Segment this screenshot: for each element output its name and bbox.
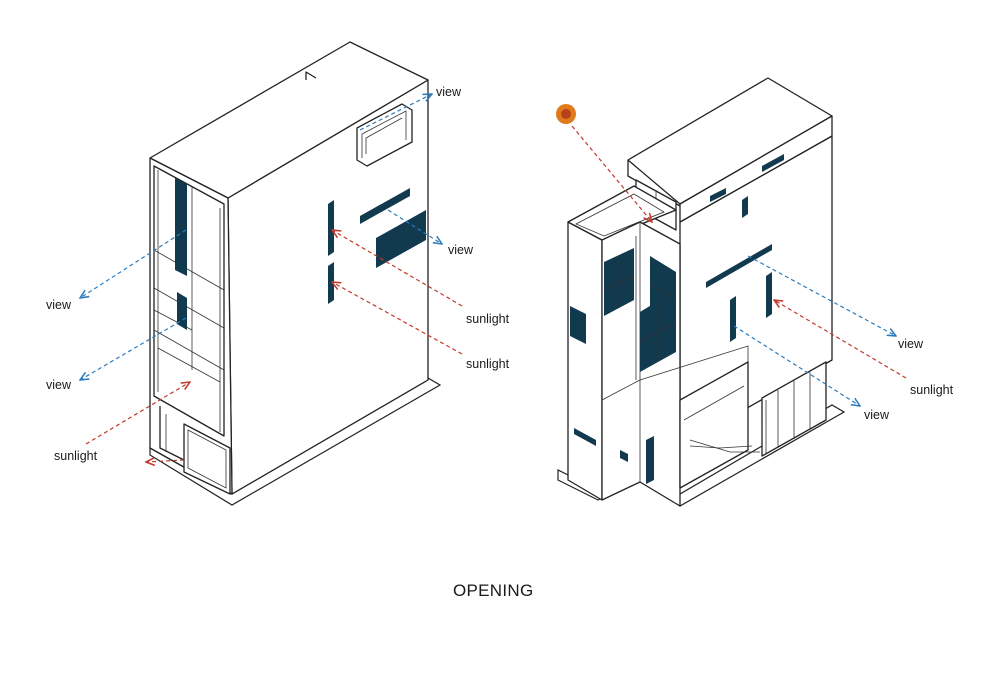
right-wing-front [567, 221, 603, 501]
right-wing-top [567, 185, 677, 241]
label-view-left-upper: view [46, 298, 72, 312]
right-main-window-3 [706, 244, 772, 288]
right-main-window-5 [766, 272, 772, 318]
label-view-right-upper: view [898, 337, 924, 351]
right-wing-window-4 [646, 436, 654, 484]
label-view-left-side: view [448, 243, 474, 257]
label-view-left-roof: view [436, 85, 462, 99]
left-window-tall [175, 178, 187, 276]
sun-icon [556, 104, 576, 124]
label-view-right-lower: view [864, 408, 890, 422]
left-arrows [80, 94, 463, 462]
left-view-arrow-side [387, 209, 442, 244]
left-side-window-1 [328, 200, 334, 256]
right-view-arrow-lower [733, 325, 860, 406]
left-roof-nub [305, 71, 317, 80]
left-side-window-3 [360, 188, 410, 224]
right-wing-window-1 [570, 306, 586, 344]
label-sunlight-left-upper: sunlight [466, 312, 510, 326]
left-roof-skylight [356, 103, 413, 167]
right-arrows [571, 125, 907, 406]
label-view-left-lower: view [46, 378, 72, 392]
diagram-caption: OPENING [453, 581, 534, 600]
right-wing-window-3 [620, 450, 628, 462]
left-sun-arrow-front [85, 382, 190, 445]
left-building [149, 41, 442, 506]
right-wing-window-2 [574, 428, 596, 446]
right-main-window-4 [730, 296, 736, 342]
label-sunlight-left-front: sunlight [54, 449, 98, 463]
label-sunlight-right: sunlight [910, 383, 954, 397]
left-glazing-frame [153, 165, 225, 437]
right-view-arrow-upper [747, 255, 896, 336]
label-sunlight-left-lower: sunlight [466, 357, 510, 371]
right-main-window-1 [762, 154, 784, 172]
left-window-mid [177, 292, 187, 330]
left-entry-door [183, 423, 231, 495]
right-sun-arrow-side [774, 300, 907, 379]
right-wing-roof-inner [575, 193, 665, 237]
right-main-window-2 [742, 196, 748, 218]
right-main-window-6 [710, 188, 726, 202]
left-side-window-4 [376, 210, 426, 268]
left-sun-arrow-entry [146, 460, 185, 462]
left-sun-arrow-lower [332, 282, 463, 355]
left-front-face [149, 157, 233, 495]
left-entry-recess [159, 406, 185, 461]
right-building [557, 77, 846, 507]
